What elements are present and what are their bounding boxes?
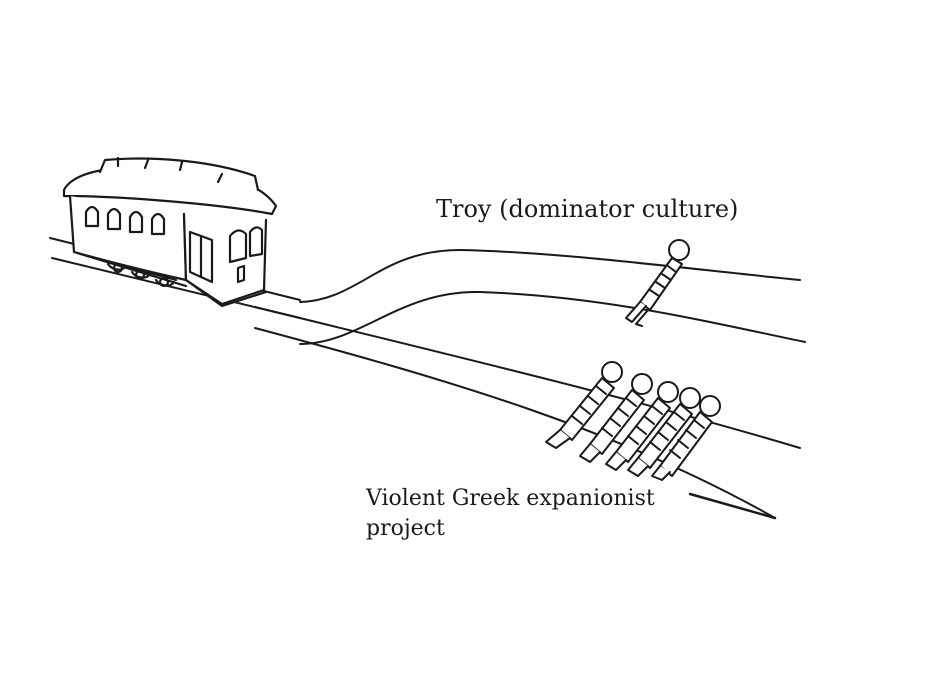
trolley [62,156,278,308]
person-lower-5 [651,395,721,481]
person-lower-4 [627,387,701,477]
people-lower-track [545,361,721,481]
person-upper-track [625,239,690,327]
upper-track-label: Troy (dominator culture) [436,195,739,223]
lower-track-label-line2: project [366,515,445,541]
lower-track-label-line1: Violent Greek expanionist [366,486,655,511]
upper-track [299,249,806,345]
person-lower-3 [605,381,679,471]
lower-track [254,306,801,520]
person-lower-2 [579,373,653,463]
lower-track-label: Violent Greek expanionist project [366,484,655,543]
person-lower-1 [545,361,623,449]
